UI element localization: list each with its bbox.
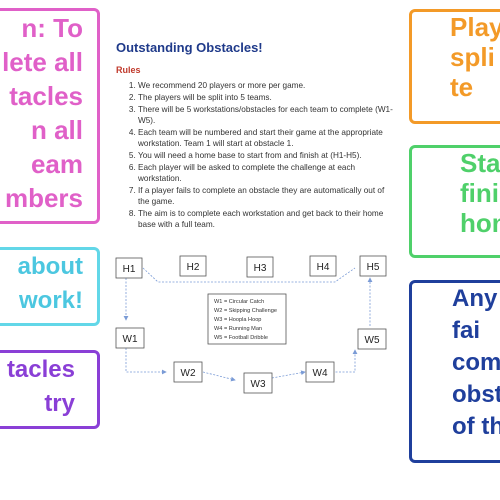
rule-item: Each team will be numbered and start the… — [138, 127, 395, 149]
workstation-node-label: W5 — [365, 335, 380, 346]
rule-item: If a player fails to complete an obstacl… — [138, 185, 395, 207]
workstation-node-box — [357, 328, 387, 350]
aim-line: tacles — [9, 81, 83, 111]
legend-item: W5 = Football Dribble — [214, 335, 268, 341]
document-title: Outstanding Obstacles! — [116, 40, 263, 55]
rule-item: There will be 5 workstations/obstacles f… — [138, 104, 395, 126]
workstation-nodes: W1 W2 W3 W4 W5 — [115, 327, 387, 394]
home-node-box — [359, 255, 387, 277]
workstation-node-label: W2 — [181, 368, 196, 379]
start-line: finis — [460, 178, 500, 208]
workstation-legend: W1 = Circular Catch W2 = Skipping Challe… — [207, 293, 287, 345]
home-node-box — [115, 257, 143, 279]
aim-box: n: To lete all tacles n all eam mbers — [0, 8, 100, 224]
home-node-box — [309, 255, 337, 277]
legend-item: W1 = Circular Catch — [214, 299, 264, 305]
split-line: te — [450, 72, 474, 102]
start-finish-box: Sta finis hon — [409, 145, 500, 258]
obstacles-line: try — [44, 390, 75, 417]
split-line: Play — [450, 12, 500, 42]
aim-line: n: To — [21, 13, 83, 43]
rules-list: We recommend 20 players or more per game… — [110, 80, 395, 231]
any-fail-box: Any fai com obsta of th — [409, 280, 500, 463]
start-line: hon — [460, 208, 500, 238]
home-node-label: H4 — [317, 262, 330, 273]
connector-w1-w2 — [125, 348, 167, 375]
teamwork-box: about work! — [0, 247, 100, 326]
workstation-node-box — [305, 361, 335, 383]
any-line: fai — [452, 317, 481, 344]
home-node-box — [179, 255, 207, 277]
teamwork-line: work! — [18, 287, 83, 314]
workstation-node-box — [173, 361, 203, 383]
legend-box — [207, 293, 287, 345]
home-node-label: H5 — [367, 262, 380, 273]
workstation-node-box — [115, 327, 145, 349]
rule-item: We recommend 20 players or more per game… — [138, 80, 395, 91]
home-nodes: H1 H2 H3 H4 H5 — [115, 255, 387, 279]
workstation-node-label: W3 — [251, 379, 266, 390]
rule-item: Each player will be asked to complete th… — [138, 162, 395, 184]
workstation-node-box — [243, 372, 273, 394]
any-line: of th — [452, 413, 500, 440]
workstation-diagram: H1 H2 H3 H4 H5 W1 W2 W3 W4 W5 W1 = Circu… — [115, 255, 387, 394]
home-node-label: H3 — [254, 263, 267, 274]
home-node-label: H1 — [123, 264, 136, 275]
obstacles-box: tacles try — [0, 350, 100, 429]
obstacles-line: tacles — [6, 356, 75, 383]
legend-item: W4 = Running Man — [214, 326, 262, 332]
aim-line: lete all — [2, 47, 83, 77]
rule-item: You will need a home base to start from … — [138, 150, 395, 161]
rule-item: The players will be split into 5 teams. — [138, 92, 395, 103]
rule-item: The aim is to complete each workstation … — [138, 208, 395, 230]
connector-h1-path — [142, 267, 356, 283]
split-line: spli — [450, 42, 495, 72]
teamwork-line: about — [17, 253, 83, 280]
workstation-node-label: W1 — [123, 334, 138, 345]
rules-heading: Rules — [116, 65, 141, 75]
home-node-box — [246, 256, 274, 278]
connector-w4-w5 — [332, 349, 358, 373]
legend-item: W3 = Hoopla Hoop — [214, 317, 261, 323]
aim-line: mbers — [4, 183, 83, 213]
connector-w3-w4 — [271, 370, 306, 379]
any-line: Any — [452, 285, 498, 312]
workstation-node-label: W4 — [313, 368, 328, 379]
any-line: obsta — [452, 381, 500, 408]
legend-item: W2 = Skipping Challenge — [214, 308, 277, 314]
aim-line: n all — [30, 115, 83, 145]
start-line: Sta — [460, 148, 500, 178]
any-line: com — [452, 349, 500, 376]
players-split-box: Play spli te — [409, 9, 500, 124]
aim-line: eam — [30, 149, 83, 179]
connector-w2-w3 — [202, 371, 236, 382]
home-node-label: H2 — [187, 262, 200, 273]
